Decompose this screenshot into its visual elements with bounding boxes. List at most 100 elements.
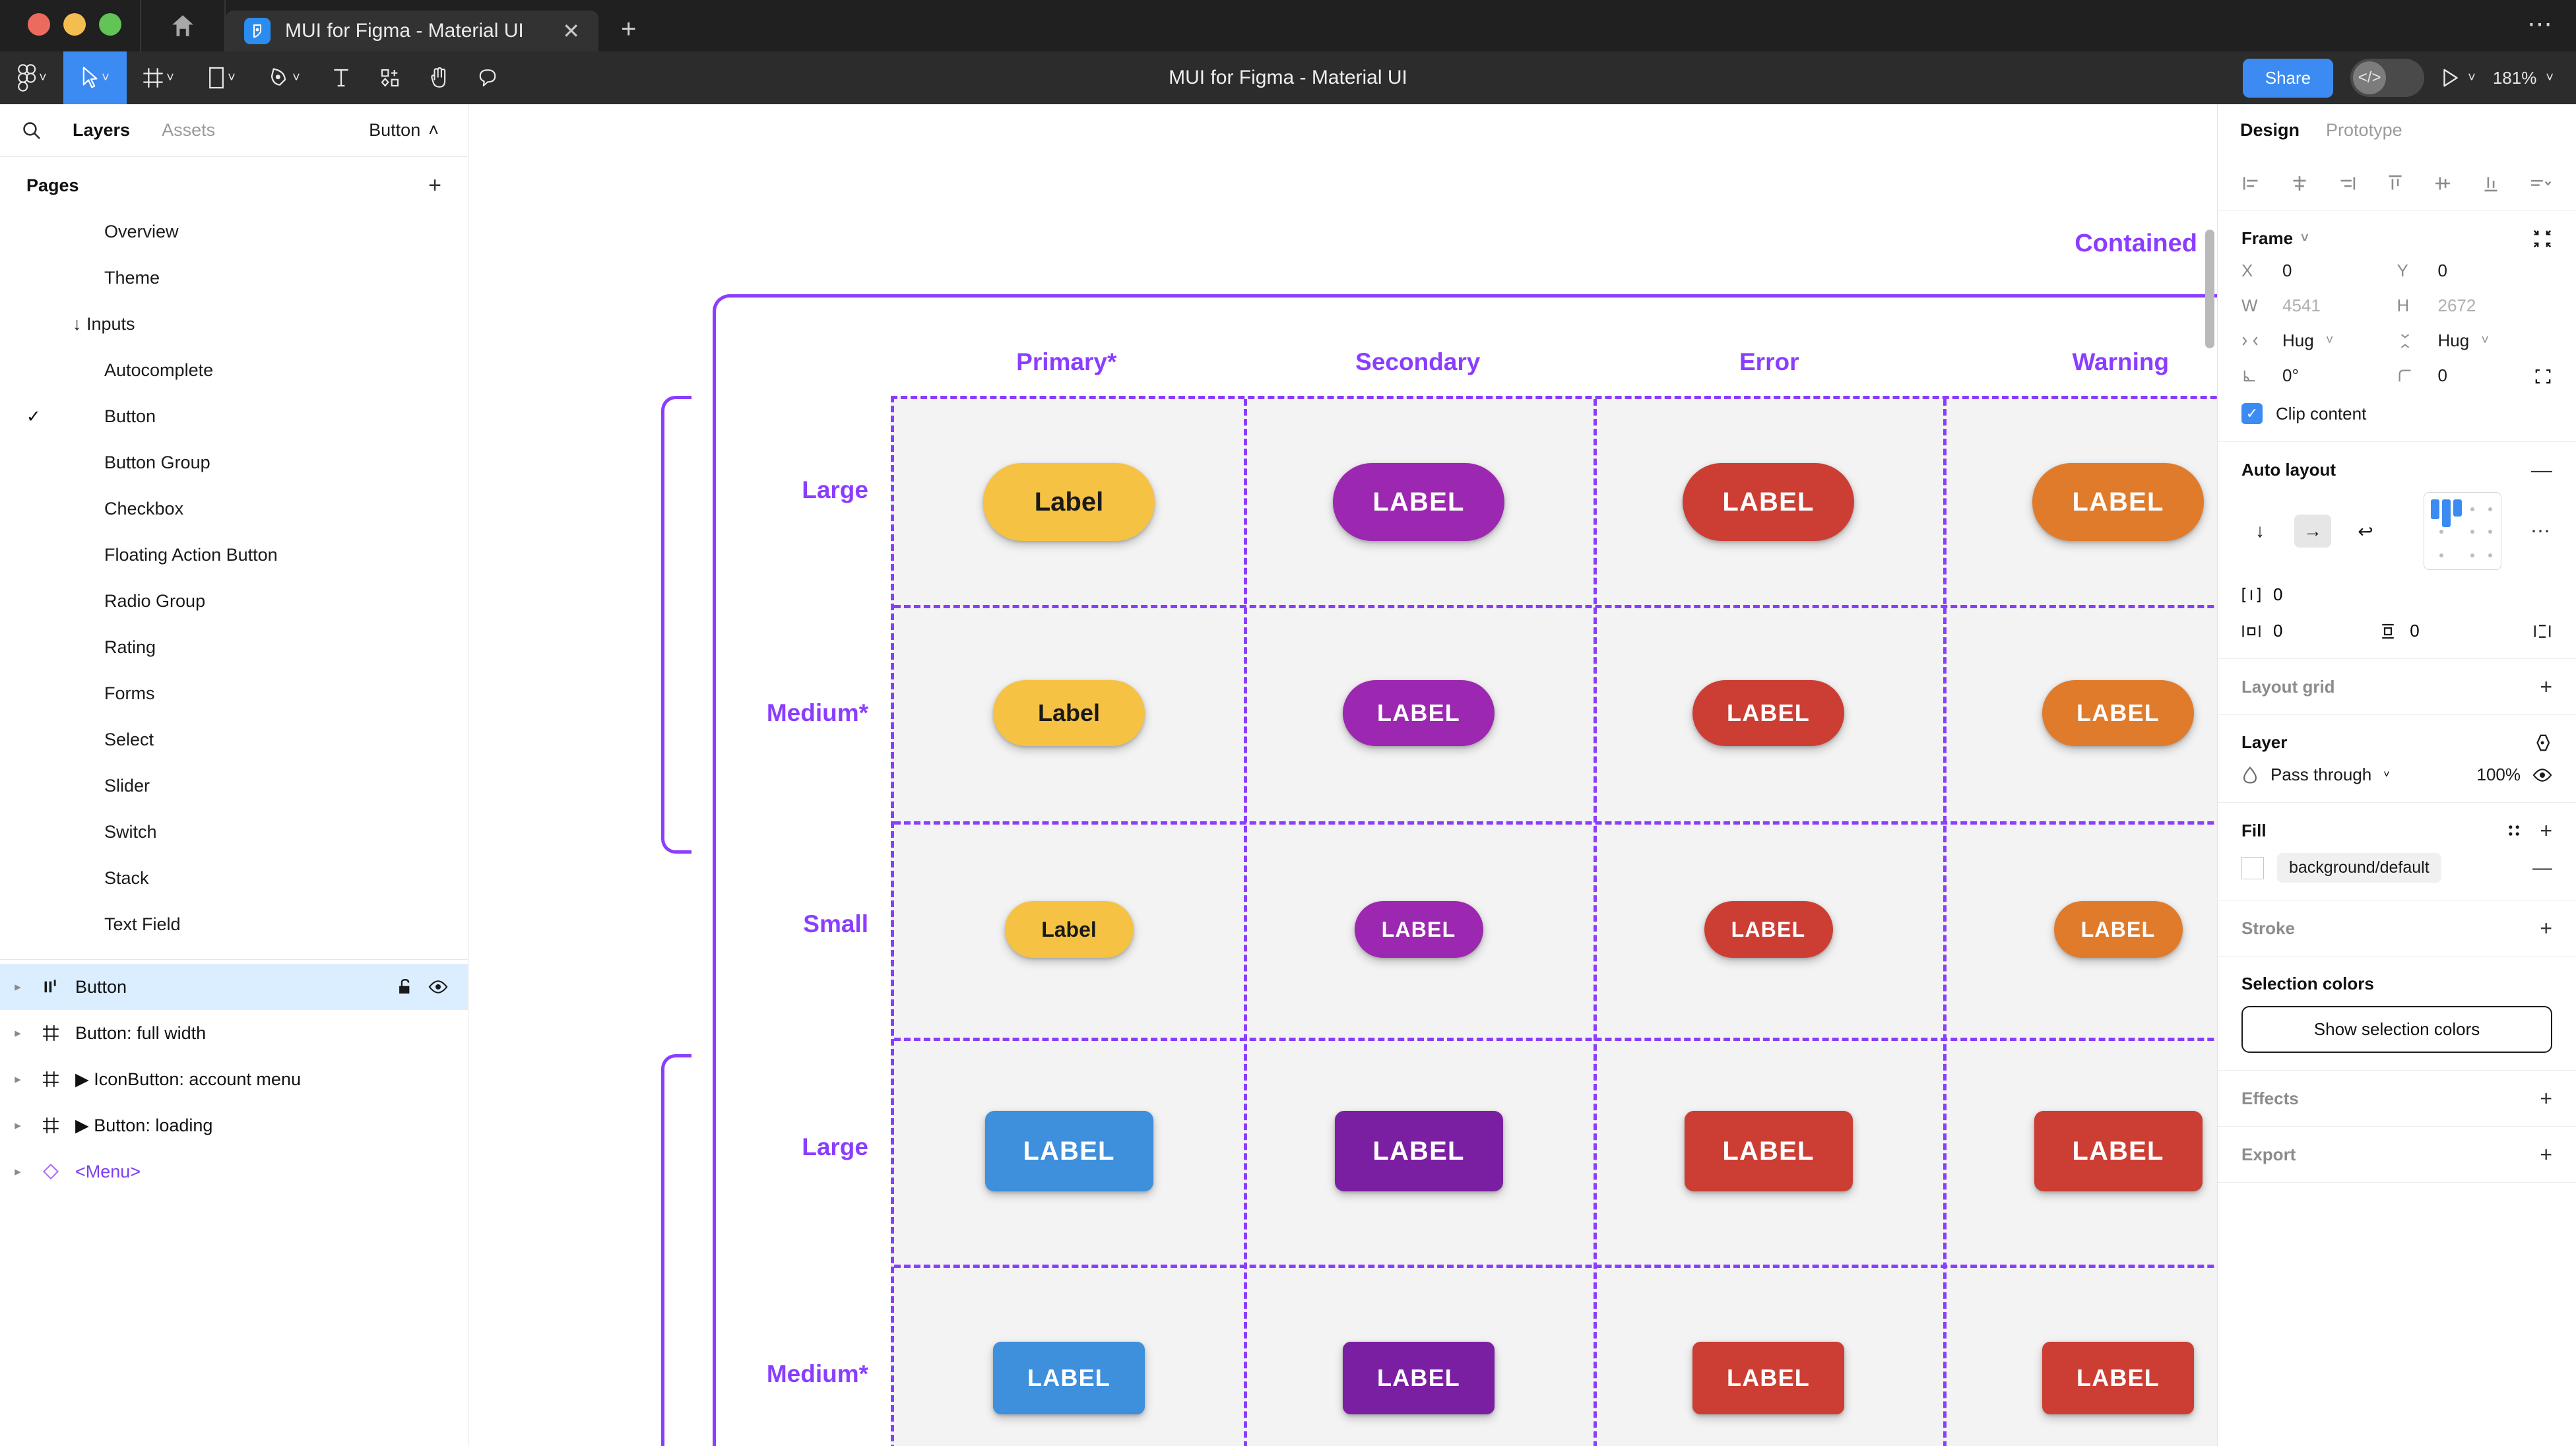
page-selector[interactable]: Button ˄ <box>369 120 445 141</box>
resize-to-fit-icon[interactable] <box>2532 229 2552 249</box>
material-button[interactable]: Label <box>983 463 1155 541</box>
close-tab-icon[interactable]: ✕ <box>562 19 580 43</box>
design-canvas[interactable]: Contained Primary* Secondary Error Warni… <box>468 104 2217 1446</box>
page-item-button-group[interactable]: Button Group <box>0 439 468 486</box>
material-button[interactable]: LABEL <box>1704 901 1833 958</box>
material-button[interactable]: LABEL <box>2032 463 2204 541</box>
opacity-value[interactable]: 100% <box>2476 765 2521 784</box>
text-tool-button[interactable] <box>317 51 366 104</box>
material-button[interactable]: Label <box>1004 901 1134 958</box>
gap-field[interactable]: 0 <box>2241 584 2552 605</box>
add-fill-button[interactable]: + <box>2540 819 2552 842</box>
material-button[interactable]: LABEL <box>1354 901 1483 958</box>
material-button[interactable]: LABEL <box>2042 680 2194 746</box>
visibility-icon[interactable] <box>428 979 448 995</box>
vertical-resizing-field[interactable]: Hug ˅ <box>2397 330 2553 351</box>
material-button[interactable]: LABEL <box>1692 1342 1844 1414</box>
material-button[interactable]: LABEL <box>2042 1342 2194 1414</box>
layer-row[interactable]: ▸▶ IconButton: account menu <box>0 1056 468 1102</box>
align-right-icon[interactable] <box>2337 173 2357 193</box>
figma-menu-button[interactable]: ˅ <box>0 51 63 104</box>
resources-tool-button[interactable] <box>366 51 414 104</box>
page-item-rating[interactable]: Rating <box>0 624 468 670</box>
layer-row[interactable]: ▸Button <box>0 964 468 1010</box>
zoom-control[interactable]: 181% ˅ <box>2493 68 2554 88</box>
new-tab-button[interactable]: + <box>621 15 637 44</box>
material-button[interactable]: LABEL <box>2053 901 2183 958</box>
present-button[interactable]: ˅ <box>2441 68 2476 88</box>
material-button[interactable]: LABEL <box>1683 463 1854 541</box>
chevron-right-icon[interactable]: ▸ <box>15 980 21 994</box>
material-button[interactable]: LABEL <box>1343 1342 1495 1414</box>
add-layout-grid-button[interactable]: + <box>2540 675 2552 699</box>
material-button[interactable]: LABEL <box>984 1111 1153 1191</box>
chevron-right-icon[interactable]: ▸ <box>15 1118 21 1133</box>
close-window-button[interactable] <box>28 13 50 36</box>
page-item-theme[interactable]: Theme <box>0 255 468 301</box>
independent-corners-icon[interactable] <box>2534 367 2552 385</box>
page-item-text-field[interactable]: Text Field <box>0 901 468 947</box>
direction-wrap-button[interactable]: ↩ <box>2358 520 2373 542</box>
clip-content-checkbox[interactable]: ✓ <box>2241 403 2263 424</box>
remove-fill-button[interactable]: — <box>2532 856 2552 879</box>
horizontal-resizing-field[interactable]: Hug ˅ <box>2241 330 2397 351</box>
fill-color-swatch[interactable] <box>2241 856 2264 879</box>
align-top-icon[interactable] <box>2385 173 2405 193</box>
tab-prototype[interactable]: Prototype <box>2326 119 2402 140</box>
align-vertical-center-icon[interactable] <box>2433 173 2453 193</box>
align-bottom-icon[interactable] <box>2481 173 2501 193</box>
add-stroke-button[interactable]: + <box>2540 916 2552 940</box>
page-item-stack[interactable]: Stack <box>0 855 468 901</box>
pen-tool-button[interactable]: ˅ <box>253 51 317 104</box>
chevron-right-icon[interactable]: ▸ <box>15 1164 21 1179</box>
material-button[interactable]: LABEL <box>1684 1111 1853 1191</box>
align-horizontal-center-icon[interactable] <box>2290 173 2309 193</box>
add-effect-button[interactable]: + <box>2540 1086 2552 1110</box>
tab-assets[interactable]: Assets <box>162 120 216 140</box>
layer-row[interactable]: ▸▶ Button: loading <box>0 1102 468 1148</box>
direction-horizontal-button[interactable]: → <box>2294 515 2331 548</box>
blend-mode-row[interactable]: Pass through ˅ 100% <box>2241 765 2552 785</box>
y-field[interactable]: Y 0 <box>2397 261 2553 281</box>
material-button[interactable]: LABEL <box>993 1342 1145 1414</box>
material-button[interactable]: LABEL <box>1692 680 1844 746</box>
direction-vertical-button[interactable]: ↓ <box>2255 520 2265 541</box>
unlock-icon[interactable] <box>397 978 414 996</box>
page-item-checkbox[interactable]: Checkbox <box>0 486 468 532</box>
page-item-floating-action-button[interactable]: Floating Action Button <box>0 532 468 578</box>
search-icon[interactable] <box>22 121 57 140</box>
page-item-forms[interactable]: Forms <box>0 670 468 716</box>
minimize-window-button[interactable] <box>63 13 86 36</box>
chevron-right-icon[interactable]: ▸ <box>15 1072 21 1086</box>
material-button[interactable]: LABEL <box>1334 1111 1503 1191</box>
rotation-field[interactable]: 0° <box>2241 365 2397 386</box>
add-export-button[interactable]: + <box>2540 1143 2552 1166</box>
tab-layers[interactable]: Layers <box>73 120 131 140</box>
layer-style-icon[interactable] <box>2532 733 2552 753</box>
remove-auto-layout-button[interactable]: — <box>2531 458 2552 482</box>
frame-tool-button[interactable]: ˅ <box>127 51 190 104</box>
padding-horizontal-field[interactable]: 0 <box>2241 621 2378 641</box>
distribute-menu-icon[interactable] <box>2528 173 2552 193</box>
page-item-button[interactable]: ✓Button <box>0 393 468 439</box>
layer-row[interactable]: ▸Button: full width <box>0 1010 468 1056</box>
page-item-select[interactable]: Select <box>0 716 468 763</box>
hand-tool-button[interactable] <box>414 51 463 104</box>
dev-mode-toggle[interactable]: </> <box>2350 59 2425 97</box>
material-button[interactable]: LABEL <box>1333 463 1504 541</box>
chevron-right-icon[interactable]: ▸ <box>15 1026 21 1040</box>
clip-content-row[interactable]: ✓ Clip content <box>2241 403 2552 424</box>
padding-vertical-field[interactable]: 0 <box>2378 621 2532 641</box>
fill-styles-icon[interactable] <box>2505 822 2523 839</box>
comment-tool-button[interactable] <box>463 51 512 104</box>
shape-tool-button[interactable]: ˅ <box>190 51 253 104</box>
browser-menu-icon[interactable]: ⋯ <box>2527 11 2554 38</box>
fill-token-chip[interactable]: background/default <box>2277 853 2441 883</box>
height-field[interactable]: H 2672 <box>2397 296 2553 316</box>
page-item-overview[interactable]: Overview <box>0 208 468 255</box>
move-tool-button[interactable]: ˅ <box>63 51 127 104</box>
browser-tab[interactable]: MUI for Figma - Material UI ✕ <box>226 11 598 51</box>
x-field[interactable]: X 0 <box>2241 261 2397 281</box>
page-item-inputs[interactable]: ↓ Inputs <box>0 301 468 347</box>
